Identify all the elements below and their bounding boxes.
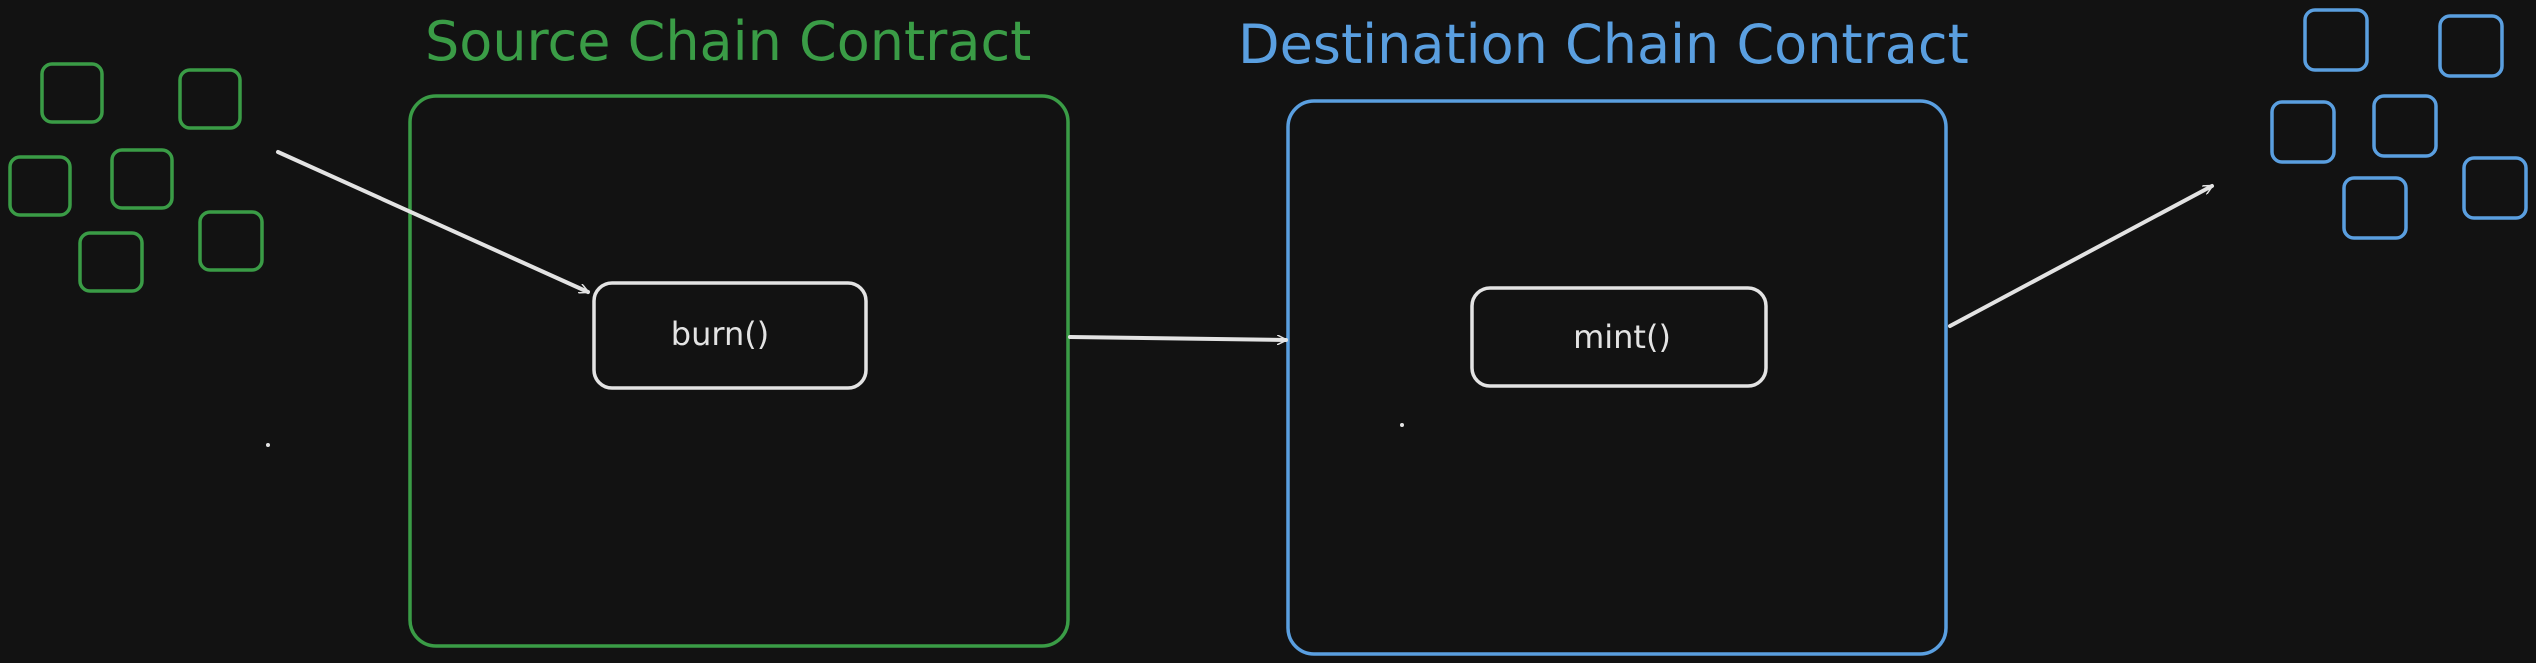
token-square (2303, 8, 2369, 72)
token-square (2372, 94, 2438, 158)
token-square (2342, 176, 2408, 240)
token-square (8, 155, 72, 217)
destination-contract-box (1286, 99, 1948, 656)
token-square (178, 68, 242, 130)
token-square (2462, 156, 2528, 220)
token-square (2270, 100, 2336, 164)
source-contract-title: Source Chain Contract (425, 10, 1031, 73)
mint-function-box (1470, 286, 1768, 388)
destination-token-cluster (2270, 8, 2528, 240)
token-square (2438, 14, 2504, 78)
stray-dot (266, 443, 270, 447)
arrow-icon (276, 150, 590, 294)
token-square (198, 210, 264, 272)
arrow-icon (1068, 337, 1288, 340)
token-square (78, 231, 144, 293)
burn-function-box (592, 281, 868, 390)
source-contract-box (408, 94, 1070, 648)
burn-function-label: burn() (671, 315, 769, 353)
mint-function-label: mint() (1573, 318, 1671, 356)
token-square (40, 62, 104, 124)
token-square (110, 148, 174, 210)
source-token-cluster (8, 62, 264, 293)
stray-dot (1400, 423, 1404, 427)
destination-contract-title: Destination Chain Contract (1238, 13, 1969, 76)
arrow-icon (1948, 184, 2214, 328)
